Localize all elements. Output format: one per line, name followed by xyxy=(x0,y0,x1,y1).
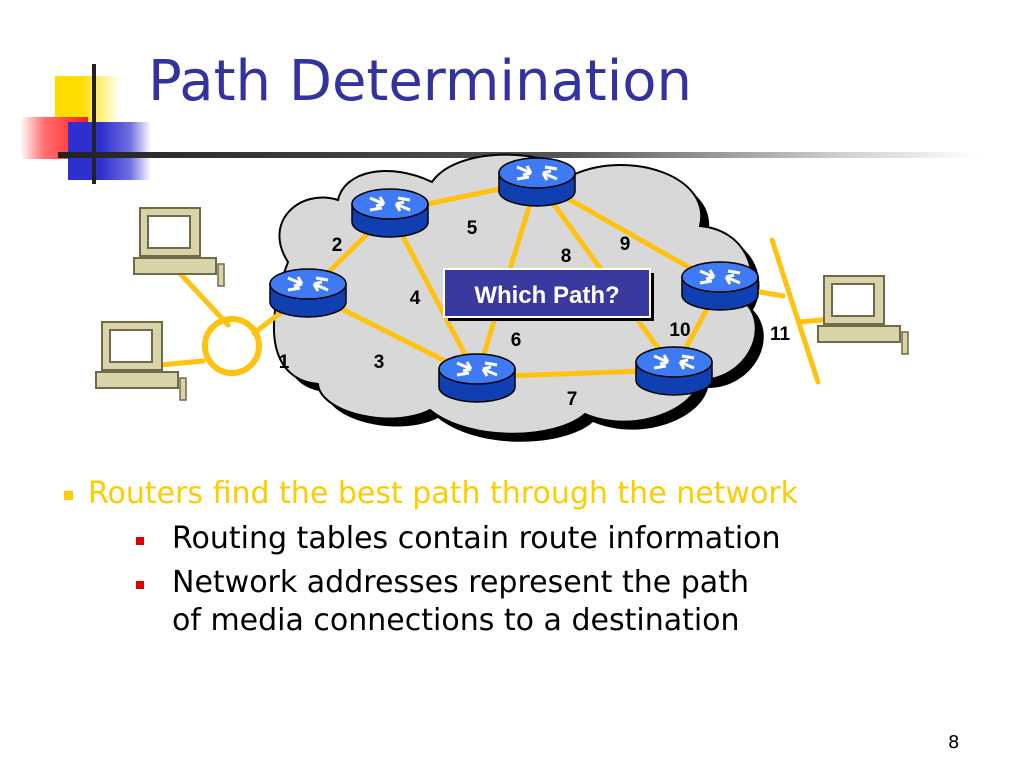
link-label-8: 8 xyxy=(561,246,572,267)
computer-icon-top-left xyxy=(133,207,225,287)
link-label-2: 2 xyxy=(332,235,343,256)
sub-bullet-text: Network addresses represent the path xyxy=(172,565,749,600)
token-ring xyxy=(202,316,262,376)
computer-icons xyxy=(95,207,909,401)
link-label-7: 7 xyxy=(567,389,578,410)
title-decoration-blue xyxy=(68,122,151,180)
title-decoration-line xyxy=(92,64,96,184)
slide-title: Path Determination xyxy=(148,49,693,114)
link-label-4: 4 xyxy=(410,288,421,309)
sub-bullet-network-addresses: Network addresses represent the path of … xyxy=(88,564,962,640)
host-link-bottom-left xyxy=(157,358,206,368)
page-number: 8 xyxy=(948,732,960,753)
router-icon-4 xyxy=(438,353,516,403)
main-bullet-text: Routers find the best path through the n… xyxy=(88,476,799,511)
bullet-list: Routers find the best path through the n… xyxy=(62,474,962,646)
sub-bullet-routing-tables: Routing tables contain route information xyxy=(88,520,962,558)
link-label-3: 3 xyxy=(374,352,385,373)
link-label-10: 10 xyxy=(669,320,690,341)
link-label-11: 11 xyxy=(770,324,791,345)
callout-text: Which Path? xyxy=(474,282,619,309)
main-bullet: Routers find the best path through the n… xyxy=(62,474,962,640)
link-label-5: 5 xyxy=(467,218,478,239)
sub-bullet-text-continued: of media connections to a destination xyxy=(172,603,740,638)
host-link-top-left xyxy=(172,265,231,328)
computer-icon-right xyxy=(817,275,909,355)
sub-bullet-text: Routing tables contain route information xyxy=(172,521,781,556)
link-label-9: 9 xyxy=(620,234,631,255)
router-icon-1 xyxy=(269,268,347,318)
network-diagram: Which Path? 1 2 3 4 5 6 7 8 9 10 11 xyxy=(95,153,909,442)
link-labels: 1 2 3 4 5 6 7 8 9 10 11 xyxy=(279,218,791,410)
computer-icon-bottom-left xyxy=(95,321,187,401)
router-icon-3 xyxy=(498,157,576,207)
link-label-6: 6 xyxy=(511,330,522,351)
link-4 xyxy=(387,209,480,380)
router-icons xyxy=(269,157,759,403)
router-icon-5 xyxy=(635,346,713,396)
link-label-1: 1 xyxy=(279,352,290,373)
sub-bullet-list: Routing tables contain route information… xyxy=(88,520,962,640)
which-path-callout: Which Path? xyxy=(443,268,654,321)
router-icon-6 xyxy=(681,261,759,311)
router-icon-2 xyxy=(351,188,429,238)
ethernet-segment xyxy=(769,237,821,385)
